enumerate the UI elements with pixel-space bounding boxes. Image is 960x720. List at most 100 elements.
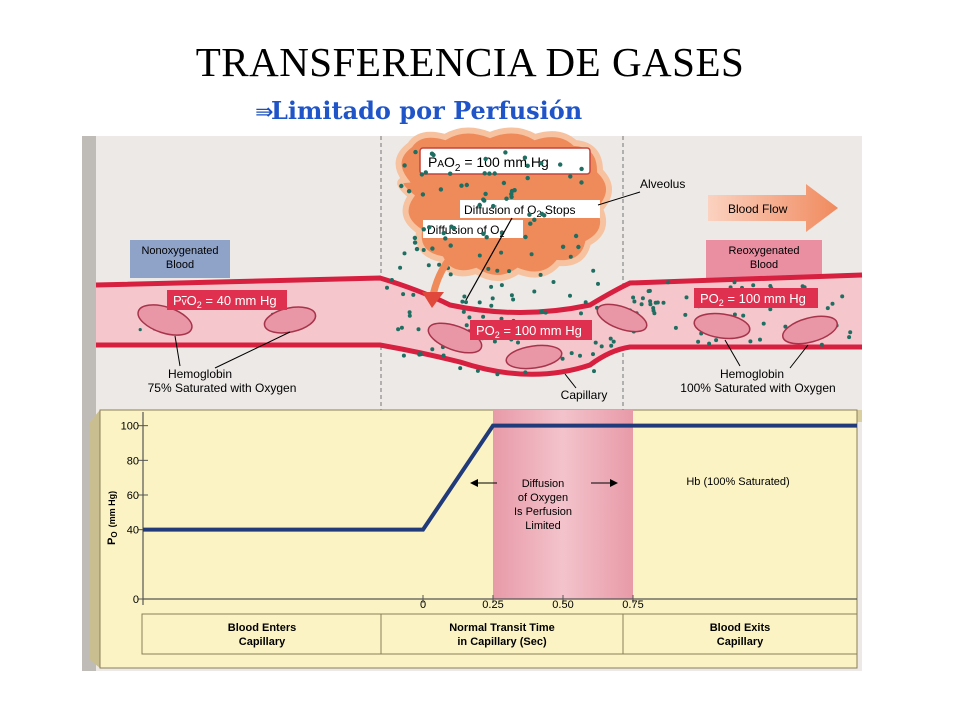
oxygen-dot xyxy=(481,231,486,236)
venous-po2-box xyxy=(167,290,287,310)
oxygen-dot xyxy=(783,324,788,329)
oxygen-dot xyxy=(819,342,824,347)
oxygen-dot xyxy=(631,295,636,300)
nonoxygenated-label-2: Blood xyxy=(166,259,194,271)
oxygen-dot xyxy=(578,353,582,358)
footer-transit-2: in Capillary (Sec) xyxy=(457,636,547,648)
oxygen-dot xyxy=(475,368,480,373)
oxygen-dot xyxy=(441,353,446,358)
oxygen-dot xyxy=(407,313,412,318)
oxygen-dot xyxy=(509,194,514,200)
oxygen-dot xyxy=(406,189,412,194)
oxygen-dot xyxy=(516,340,520,345)
oxygen-dot xyxy=(651,308,656,313)
oxygen-dot xyxy=(427,225,432,230)
oxygen-dot xyxy=(477,202,482,208)
blood-flow-arrow-icon xyxy=(708,184,838,232)
oxygen-dot xyxy=(495,372,500,377)
oxygen-dot xyxy=(847,335,852,340)
oxygen-dot xyxy=(499,316,504,321)
oxygen-dot xyxy=(429,151,435,156)
oxygen-dot xyxy=(707,341,712,346)
oxygen-dot xyxy=(648,299,653,304)
footer-transit-1: Normal Transit Time xyxy=(449,622,555,634)
oxygen-dot xyxy=(525,163,530,168)
oxygen-dot xyxy=(511,297,516,302)
oxygen-dot xyxy=(579,166,584,172)
oxygen-dot xyxy=(576,244,581,250)
exit-po2-label: PO2 = 100 mm Hg xyxy=(700,291,806,308)
oxygen-dot xyxy=(529,252,534,257)
oxygen-dot xyxy=(748,339,753,344)
oxygen-dot xyxy=(401,292,406,297)
oxygen-dot xyxy=(443,236,448,241)
footer-exits-1: Blood Exits xyxy=(710,622,771,634)
hemoglobin-right-leader-2 xyxy=(789,344,809,369)
capillary-leader xyxy=(564,373,577,389)
hemoglobin-right-label-2: 100% Saturated with Oxygen xyxy=(680,381,835,395)
oxygen-dot xyxy=(492,339,497,344)
diffusion-label: Diffusion of O2 xyxy=(427,223,505,239)
annotation-perfusion-2: of Oxygen xyxy=(518,492,568,504)
footer-enters-1: Blood Enters xyxy=(228,622,296,634)
oxygen-dot xyxy=(464,300,468,305)
annotation-arrowhead-left-icon xyxy=(470,479,478,487)
hemoglobin-cells xyxy=(137,303,838,370)
annotation-saturated: Hb (100% Saturated) xyxy=(686,476,789,488)
oxygen-dot xyxy=(640,296,645,301)
alveolus-leader-line xyxy=(597,191,641,206)
oxygen-dot xyxy=(539,161,544,166)
oxygen-dot xyxy=(483,191,488,197)
oxygen-dot xyxy=(477,300,482,305)
oxygen-dot xyxy=(416,327,421,332)
chart-left-bevel xyxy=(90,410,100,668)
x-tick-label: 0.50 xyxy=(552,599,573,611)
oxygen-dot xyxy=(696,339,701,344)
oxygen-dot xyxy=(525,175,530,181)
oxygen-dot xyxy=(592,369,596,374)
x-tick-label: 0.75 xyxy=(622,599,643,611)
oxygen-dot xyxy=(684,295,689,300)
oxygen-dot xyxy=(437,262,442,267)
oxygen-dot xyxy=(486,266,491,271)
hemoglobin-right-label-1: Hemoglobin xyxy=(720,367,784,381)
oxygen-dot xyxy=(840,294,845,299)
y-tick-label: 40 xyxy=(127,525,139,537)
oxygen-dot xyxy=(426,263,431,268)
oxygen-dot xyxy=(396,327,401,332)
hemoglobin-left-label-1: Hemoglobin xyxy=(168,367,232,381)
oxygen-dot xyxy=(646,289,651,294)
oxygen-dot xyxy=(532,217,537,222)
oxygen-dot xyxy=(461,309,466,314)
oxygen-dot xyxy=(430,347,435,352)
oxygen-dot xyxy=(401,353,406,358)
exit-po2-box xyxy=(694,288,818,308)
annotation-perfusion-4: Limited xyxy=(525,520,560,532)
oxygen-dot xyxy=(583,300,588,305)
oxygen-dot xyxy=(389,278,394,282)
oxygen-dot xyxy=(448,243,453,248)
oxygen-dot xyxy=(407,310,412,315)
oxygen-dot xyxy=(499,250,504,255)
diffusion-stops-label: Diffusion of O2 Stops xyxy=(464,203,576,219)
reoxygenated-box xyxy=(706,240,822,278)
oxygen-dot xyxy=(491,203,496,209)
oxygen-dot xyxy=(399,183,404,189)
oxygen-dot xyxy=(501,180,507,186)
oxygen-dot xyxy=(449,224,454,229)
oxygen-dot xyxy=(460,299,465,304)
oxygen-dot xyxy=(438,187,444,192)
nonoxygenated-box xyxy=(130,240,230,278)
oxygen-dot xyxy=(732,312,737,317)
oxygen-dot xyxy=(138,328,142,332)
footer-enters-2: Capillary xyxy=(239,636,286,648)
alveolus-label: Alveolus xyxy=(640,177,685,191)
oxygen-dot xyxy=(611,339,616,344)
oxygen-dot xyxy=(596,281,600,286)
oxygen-dot xyxy=(423,170,428,175)
venous-po2-label: PvO2 = 40 mm Hg xyxy=(173,293,277,310)
footer-row xyxy=(141,613,858,655)
